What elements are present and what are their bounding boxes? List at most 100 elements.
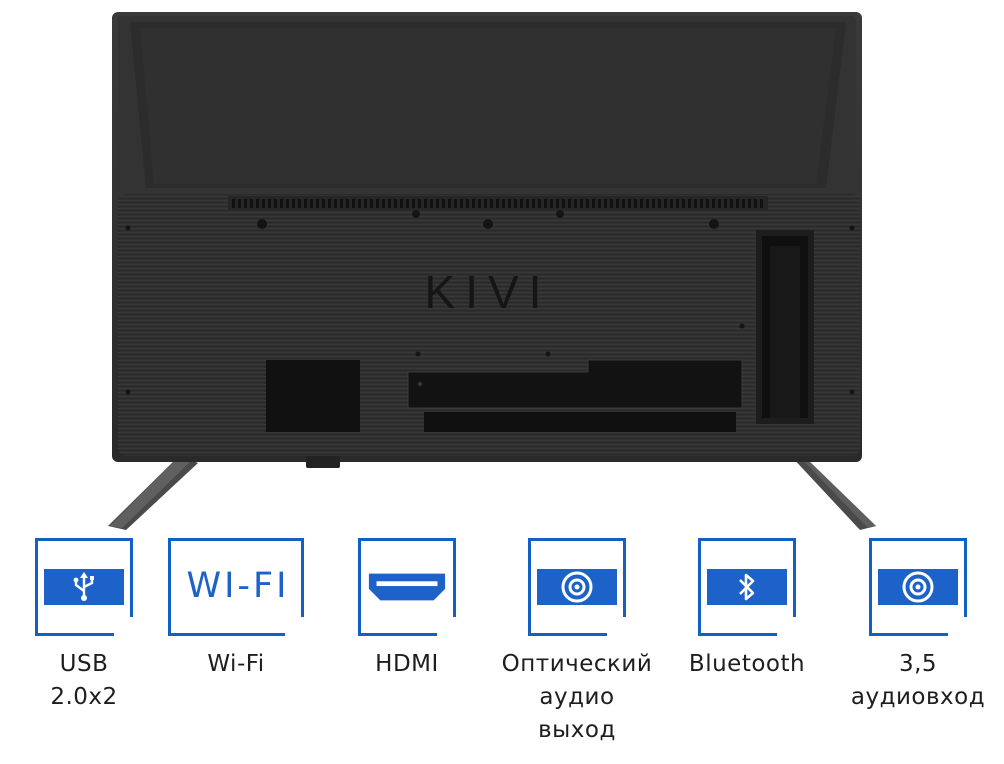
vent-slat [646, 199, 649, 208]
feature-label-bluetooth: Bluetooth [662, 648, 832, 681]
vent-slat [730, 199, 733, 208]
wifi-badge: WI-FI [168, 538, 305, 637]
label-line: Wi-Fi [207, 651, 265, 677]
power-compartment [266, 360, 360, 432]
vent-slat [652, 199, 655, 208]
vent-slat [238, 199, 241, 208]
vent-slat [742, 199, 745, 208]
brand-logo: KIVI [425, 266, 552, 318]
vent-slat [550, 199, 553, 208]
vent-slat [484, 199, 487, 208]
vent-slat [412, 199, 415, 208]
vent-slat [382, 199, 385, 208]
optical-badge [528, 538, 627, 637]
vent-slat [478, 199, 481, 208]
vent-slat [658, 199, 661, 208]
vent-slat [610, 199, 613, 208]
vent-slat [274, 199, 277, 208]
vent-slat [400, 199, 403, 208]
vent-slat [448, 199, 451, 208]
vent-slat [616, 199, 619, 208]
vent-slat [268, 199, 271, 208]
vent-slat [376, 199, 379, 208]
bluetooth-icon [739, 573, 755, 601]
vent-slat [490, 199, 493, 208]
hdmi-icon [368, 573, 446, 601]
vent-slat [514, 199, 517, 208]
wifi-icon: WI-FI [186, 566, 290, 606]
feature-hdmi: HDMI [322, 538, 492, 681]
vent-slat [316, 199, 319, 208]
feature-bluetooth: Bluetooth [662, 538, 832, 681]
vent-slat [406, 199, 409, 208]
hdmi-badge [358, 538, 457, 637]
vent-slat [466, 199, 469, 208]
vent-slat [364, 199, 367, 208]
vent-slat [718, 199, 721, 208]
vent-slat [520, 199, 523, 208]
vent-slat [370, 199, 373, 208]
vent-slat [280, 199, 283, 208]
tv-stands [108, 455, 876, 530]
vent-slat [358, 199, 361, 208]
label-line: USB [59, 651, 109, 677]
usb-icon [73, 572, 94, 601]
vent-slat [604, 199, 607, 208]
vent-slat [304, 199, 307, 208]
vent-slat [430, 199, 433, 208]
feature-label-usb: USB 2.0x2 [0, 648, 169, 714]
tv-back-illustration: KIVI [108, 12, 876, 530]
vent-slat [592, 199, 595, 208]
vent-slat [580, 199, 583, 208]
vent-slat [352, 199, 355, 208]
vent-slat [562, 199, 565, 208]
vent-slat [556, 199, 559, 208]
label-line: HDMI [375, 651, 439, 677]
vent-slat [634, 199, 637, 208]
vent-slat [340, 199, 343, 208]
vent-slat [472, 199, 475, 208]
vent-slat [460, 199, 463, 208]
vent-slat [256, 199, 259, 208]
vent-slat [628, 199, 631, 208]
vent-slat [262, 199, 265, 208]
vent-slat [526, 199, 529, 208]
label-line: 3,5 [898, 651, 938, 677]
vent-slat [574, 199, 577, 208]
vent-slat [598, 199, 601, 208]
vent-slat [706, 199, 709, 208]
feature-audio-in: 3,5 аудиовход [833, 538, 1003, 714]
vent-slat [688, 199, 691, 208]
vent-slat [538, 199, 541, 208]
vent-slat [244, 199, 247, 208]
vent-slat [760, 199, 763, 208]
vent-slat [640, 199, 643, 208]
vent-slat [250, 199, 253, 208]
vent-slat [508, 199, 511, 208]
vent-slat [418, 199, 421, 208]
vent-slat [310, 199, 313, 208]
vent-slat [736, 199, 739, 208]
vent-slat [700, 199, 703, 208]
audio-in-icon [902, 571, 934, 603]
vent-slat [436, 199, 439, 208]
bluetooth-badge [698, 538, 797, 637]
label-line: Bluetooth [688, 651, 806, 677]
vent-slat [334, 199, 337, 208]
label-line: аудио [539, 684, 615, 710]
vent-slat [586, 199, 589, 208]
vent-slat [232, 199, 235, 208]
vent-slat [670, 199, 673, 208]
vent-slat [712, 199, 715, 208]
vent-slat [544, 199, 547, 208]
vent-slat [454, 199, 457, 208]
vent-slat [322, 199, 325, 208]
vent-slat [496, 199, 499, 208]
vent-slat [424, 199, 427, 208]
vent-slat [694, 199, 697, 208]
vent-slat [286, 199, 289, 208]
feature-optical: Оптический аудио выход [492, 538, 662, 747]
vent-slat [754, 199, 757, 208]
vent-slat [292, 199, 295, 208]
vent-slat [346, 199, 349, 208]
